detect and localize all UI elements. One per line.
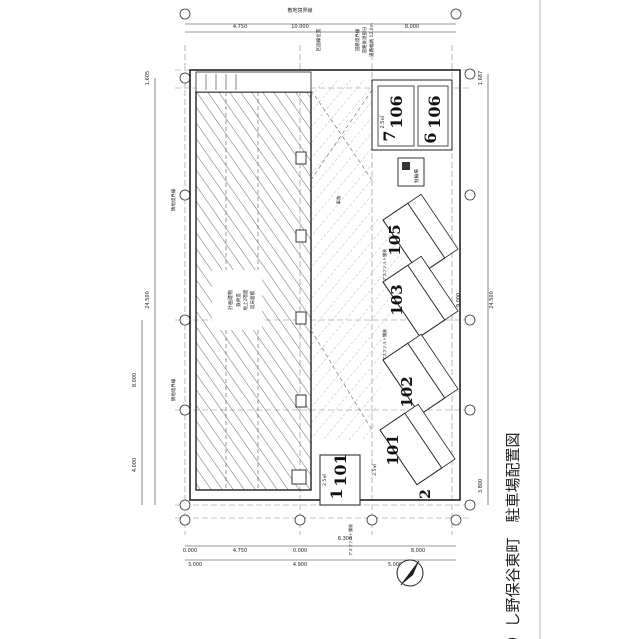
building-entries (291, 151, 307, 485)
parking-space-101[interactable] (379, 403, 456, 486)
north-compass (396, 559, 424, 587)
space-106a: 106 (387, 95, 406, 128)
bicycle-icon (402, 162, 410, 170)
top-label: 敷地境界線 (287, 7, 312, 14)
top-parking-block (371, 79, 453, 151)
dim-bottom-g: 5.000 (388, 562, 402, 568)
dim-left-mid: 8.000 (132, 373, 138, 387)
parking-space-7-106a[interactable] (377, 85, 415, 147)
dim-left-low: 4.000 (132, 458, 138, 472)
aisle-note-1: アスファルト舗装 (381, 249, 387, 281)
bicycle-label: 駐輪場 (413, 169, 420, 183)
space-102: 102 (398, 376, 416, 407)
dimension-lines (141, 23, 489, 561)
road-note-1: 道路境界線 (354, 28, 361, 51)
bottom-note: アスファルト舗装 (347, 524, 353, 556)
plan-title: 仮）し野保谷東町 駐車場配置図 (504, 432, 522, 639)
space-num-1: 1 (327, 488, 346, 499)
parking-space-6-106b[interactable] (417, 85, 449, 147)
space-105: 105 (386, 224, 404, 255)
parking-space-1-101[interactable] (319, 454, 361, 506)
space-106b: 106 (425, 95, 444, 128)
dim-bottom-a: 0.000 (183, 548, 197, 554)
dim-right-top: 1.687 (478, 71, 484, 85)
dim-left-top: 1.605 (145, 71, 151, 85)
space-num-7: 7 (380, 130, 399, 141)
dim-top-left: 4.750 (233, 24, 247, 30)
small-label-a: 2.5㎡ (379, 116, 386, 129)
small-label-b: 2.5㎡ (321, 474, 328, 486)
dim-top-right: 8.000 (405, 24, 419, 30)
road-width: 道路幅員 12.0m (368, 23, 375, 57)
space-num-2: 2 (418, 489, 434, 499)
dim-bottom-c: 0.000 (293, 548, 307, 554)
parking-space-105[interactable] (382, 193, 459, 276)
space-103: 103 (388, 284, 406, 315)
building-label-box (212, 270, 262, 330)
space-num-6: 6 (421, 132, 440, 143)
aisle-note-2: アスファルト舗装 (381, 329, 387, 361)
drive-note: 車路 (335, 195, 342, 204)
dim-bottom-e: 3.000 (188, 562, 202, 568)
parking-space-103[interactable] (382, 255, 459, 338)
building-label: 計画建物 (227, 290, 234, 310)
space-101: 101 (331, 453, 350, 486)
space-101b: 101 (384, 434, 402, 465)
building-sub2: 地上2階建 (242, 289, 249, 310)
dim-9000: 9.000 (456, 293, 462, 307)
road-note-2: 道路後退部分 (361, 26, 368, 53)
dim-right-low: 3.800 (478, 479, 484, 493)
dim-bottom-h: 6.300 (338, 536, 352, 542)
dim-top-total: 10.000 (291, 24, 309, 30)
building-sub1: 鉄骨造 (235, 293, 242, 307)
building-top-strip (195, 71, 312, 93)
parking-space-102[interactable] (382, 333, 459, 416)
axis-bubbles (179, 8, 476, 526)
small-label-c: 2.5㎡ (371, 464, 378, 476)
left-note-2: 隣地境界線 (170, 378, 177, 401)
parking-note: 区画線位置 (315, 28, 322, 51)
dim-bottom-b: 4.750 (233, 548, 247, 554)
building-sub3: 延床面積 (249, 291, 256, 309)
bicycle-area (397, 157, 425, 187)
dim-bottom-f: 4.900 (293, 562, 307, 568)
left-note-1: 隣地境界線 (170, 188, 177, 211)
dim-right-total: 24.500 (489, 291, 495, 309)
dim-left-total: 24.500 (145, 291, 151, 309)
dim-bottom-d: 8.000 (411, 548, 425, 554)
drive-aisle (311, 80, 400, 440)
